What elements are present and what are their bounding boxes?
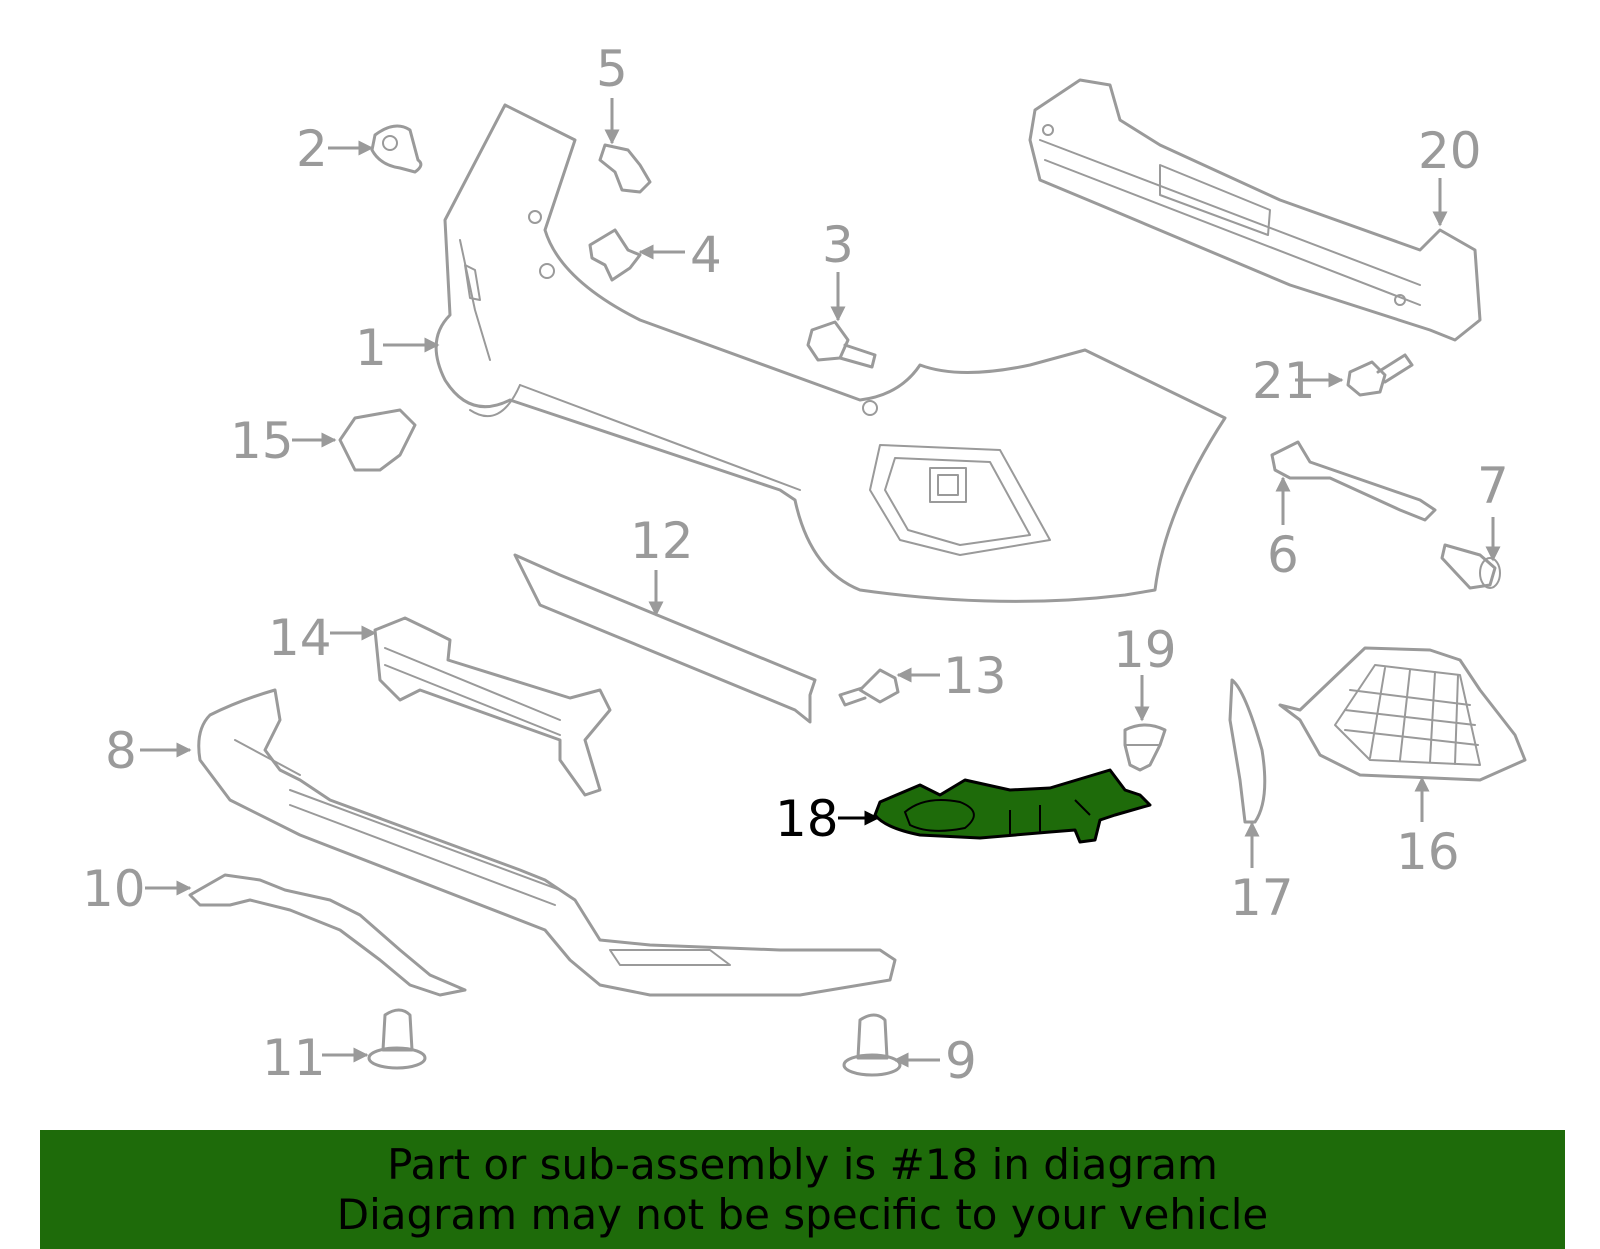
callout-18: 18 — [775, 790, 880, 848]
callout-20: 20 — [1418, 122, 1482, 227]
callout-15-label: 15 — [230, 412, 294, 470]
part-12-strip[interactable] — [513, 553, 817, 724]
callout-14-label: 14 — [268, 609, 332, 667]
part-20-reinforcement[interactable] — [1028, 78, 1482, 342]
part-18-highlighted-bracket[interactable] — [873, 768, 1152, 844]
callout-10-label: 10 — [82, 860, 146, 918]
callout-12-label: 12 — [630, 512, 694, 570]
callout-5: 5 — [596, 40, 628, 145]
callout-4-label: 4 — [690, 226, 722, 284]
part-2-clip[interactable] — [370, 124, 423, 174]
callout-5-label: 5 — [596, 40, 628, 98]
part-1-bumper-cover[interactable] — [434, 103, 1227, 603]
callout-9: 9 — [893, 1032, 977, 1090]
callout-11-label: 11 — [262, 1029, 326, 1087]
callout-15: 15 — [230, 412, 337, 470]
callout-9-label: 9 — [945, 1032, 977, 1090]
callout-8: 8 — [105, 722, 192, 780]
callout-18-label: 18 — [775, 790, 839, 848]
part-14-bracket[interactable] — [373, 616, 612, 797]
callout-20-label: 20 — [1418, 122, 1482, 180]
callout-7-label: 7 — [1477, 457, 1509, 515]
part-7-screw[interactable] — [1440, 543, 1501, 590]
callout-3-label: 3 — [822, 216, 854, 274]
part-4-bracket[interactable] — [588, 228, 642, 282]
part-15-bracket[interactable] — [338, 408, 417, 472]
callout-16: 16 — [1396, 776, 1460, 881]
part-10-bar[interactable] — [188, 873, 467, 997]
callout-6: 6 — [1267, 476, 1299, 584]
callout-1: 1 — [355, 319, 440, 377]
callout-16-label: 16 — [1396, 823, 1460, 881]
part-16-grille[interactable] — [1278, 646, 1527, 782]
part-13-clip[interactable] — [838, 668, 900, 707]
callout-19-label: 19 — [1113, 621, 1177, 679]
part-19-push-clip[interactable] — [1123, 723, 1167, 772]
callout-13-label: 13 — [943, 647, 1007, 705]
callout-19: 19 — [1113, 621, 1177, 722]
part-8-lower-valance[interactable] — [197, 688, 897, 997]
part-21-bolt[interactable] — [1346, 353, 1414, 397]
callout-8-label: 8 — [105, 722, 137, 780]
callout-7: 7 — [1477, 457, 1509, 562]
callout-6-label: 6 — [1267, 526, 1299, 584]
callout-3: 3 — [822, 216, 854, 322]
part-6-side-bracket[interactable] — [1270, 440, 1437, 522]
callout-21-label: 21 — [1252, 352, 1316, 410]
info-banner: Part or sub-assembly is #18 in diagram D… — [40, 1130, 1565, 1249]
banner-line-part: Part or sub-assembly is #18 in diagram — [387, 1139, 1218, 1189]
callout-12: 12 — [630, 512, 694, 617]
callout-17: 17 — [1230, 821, 1294, 927]
banner-line-disclaimer: Diagram may not be specific to your vehi… — [336, 1189, 1269, 1239]
callout-4: 4 — [638, 226, 722, 284]
callout-14: 14 — [268, 609, 377, 667]
callout-2-label: 2 — [296, 120, 328, 178]
callout-17-label: 17 — [1230, 869, 1294, 927]
callout-13: 13 — [896, 647, 1007, 705]
part-17-side-trim[interactable] — [1228, 678, 1267, 824]
callout-1-label: 1 — [355, 319, 387, 377]
callout-2: 2 — [296, 120, 374, 178]
callout-10: 10 — [82, 860, 192, 918]
part-3-bolt[interactable] — [806, 320, 877, 369]
part-5-screw[interactable] — [598, 143, 652, 194]
part-9-push-clip[interactable] — [842, 1013, 902, 1077]
part-11-push-clip[interactable] — [367, 1008, 427, 1070]
callout-21: 21 — [1252, 352, 1344, 410]
callout-11: 11 — [262, 1029, 369, 1087]
